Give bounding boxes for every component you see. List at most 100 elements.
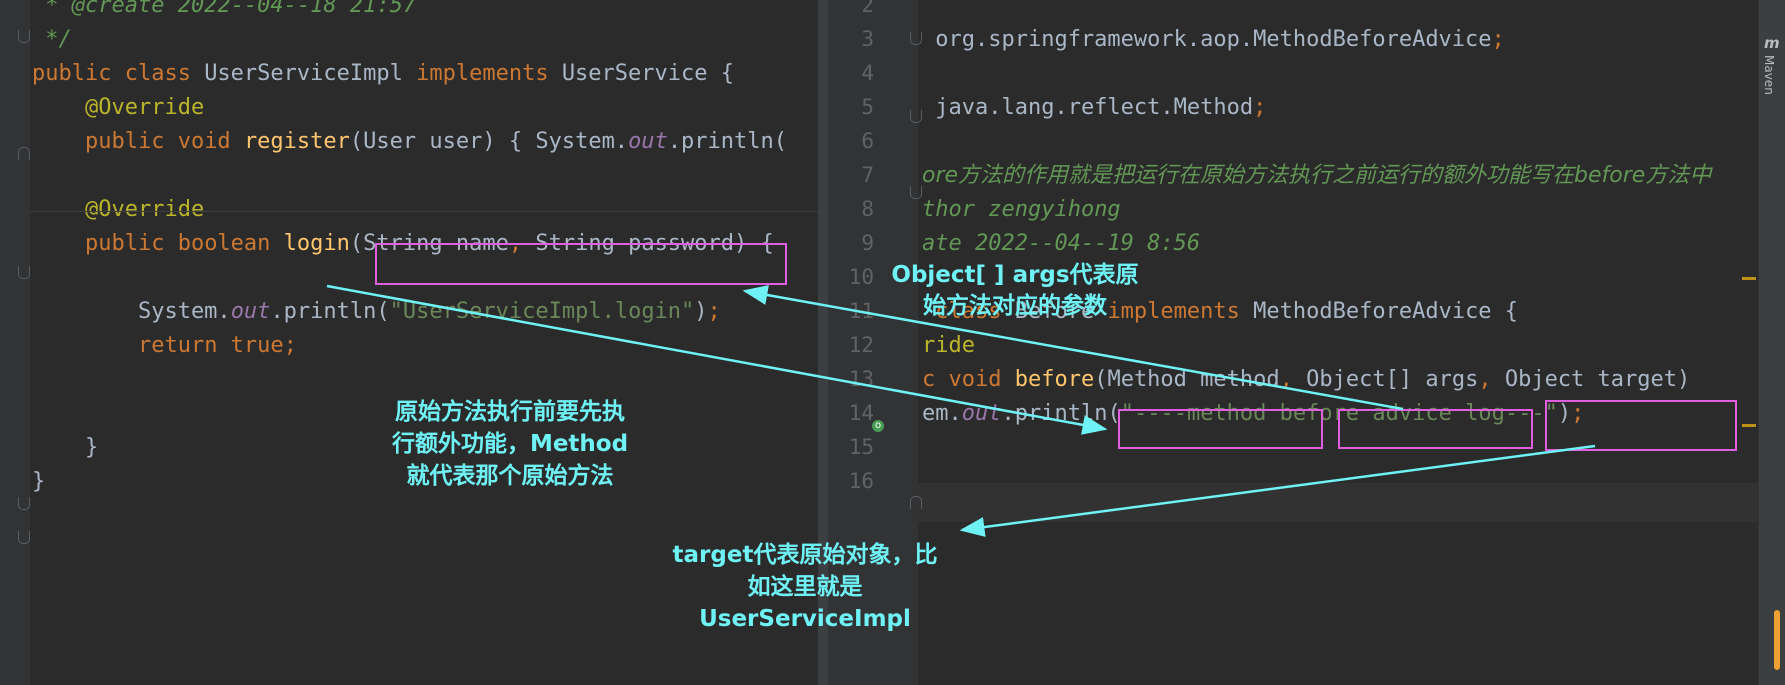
code-token: ): [1557, 401, 1572, 426]
code-token: (Method method: [1094, 367, 1280, 392]
code-token: Before: [1014, 299, 1108, 324]
method-separator: [30, 211, 818, 212]
editor-splitter[interactable]: [818, 0, 828, 685]
line-number: 5: [861, 95, 874, 119]
code-token: }: [32, 469, 46, 494]
code-token: before: [1014, 367, 1095, 392]
fold-expand-icon[interactable]: [18, 147, 30, 160]
code-token: System.: [32, 299, 231, 324]
code-token: ): [694, 299, 708, 324]
code-token: UserServiceImpl: [204, 61, 417, 86]
code-token: .println(: [667, 129, 788, 154]
code-line[interactable]: c void before(Method method, Object[] ar…: [922, 360, 1690, 399]
code-line[interactable]: java.lang.reflect.Method;: [922, 88, 1266, 127]
line-number: 7: [861, 163, 874, 187]
code-token: }: [32, 435, 99, 460]
line-number: 3: [861, 27, 874, 51]
code-token: ,: [1279, 367, 1307, 392]
error-stripe-mark[interactable]: [1742, 277, 1756, 280]
code-line[interactable]: * @create 2022--04--18 21:57: [32, 0, 416, 25]
code-token: */: [32, 27, 72, 52]
fold-marker-icon[interactable]: [910, 32, 922, 45]
code-token: em.: [922, 401, 962, 426]
fold-marker-icon[interactable]: [910, 496, 922, 509]
line-number: 14: [848, 401, 874, 425]
code-token: *: [32, 0, 72, 18]
code-token: org.springframework.aop.MethodBeforeAdvi…: [922, 27, 1492, 52]
line-number: 12: [848, 333, 874, 357]
target-param-highlight: [1545, 400, 1737, 451]
code-token: public class: [32, 61, 205, 86]
code-token: ;: [1491, 27, 1505, 52]
code-line[interactable]: public class UserServiceImpl implements …: [32, 54, 734, 93]
code-line[interactable]: class Before implements MethodBeforeAdvi…: [922, 292, 1518, 331]
code-line[interactable]: org.springframework.aop.MethodBeforeAdvi…: [922, 20, 1505, 59]
code-token: ate 2022--04--19 8:56: [922, 231, 1201, 256]
code-line[interactable]: public void register(User user) { System…: [32, 122, 787, 161]
code-token: class: [922, 299, 1015, 324]
code-token: thor: [922, 197, 975, 222]
args-param-highlight: [1338, 409, 1533, 449]
target-note: target代表原始对象，比 如这里就是 UserServiceImpl: [672, 542, 938, 632]
code-token: c void: [922, 367, 1015, 392]
method-arrow: [326, 284, 1108, 435]
code-token: ;: [1571, 401, 1585, 426]
scrollbar-thumb[interactable]: [1774, 610, 1780, 670]
tool-window-bar: [1758, 0, 1785, 685]
code-token: login: [283, 231, 350, 256]
code-token: UserService {: [561, 61, 734, 86]
line-number: 2: [861, 0, 874, 17]
code-line[interactable]: ate 2022--04--19 8:56: [922, 224, 1200, 263]
maven-tool-label[interactable]: Maven: [1762, 55, 1776, 95]
fold-marker-icon[interactable]: [910, 186, 922, 199]
code-line[interactable]: @Override: [32, 88, 204, 127]
left-editor[interactable]: * @create 2022--04--18 21:57 */public cl…: [0, 0, 818, 685]
line-number: 6: [861, 129, 874, 153]
code-token: ,: [1478, 367, 1505, 392]
fold-marker-icon[interactable]: [18, 531, 30, 544]
fold-marker-icon[interactable]: [18, 266, 30, 279]
code-line[interactable]: System.out.println("UserServiceImpl.logi…: [32, 292, 721, 331]
code-token: @Override: [84, 197, 205, 222]
target-arrow: [959, 444, 1596, 537]
code-line[interactable]: ore方法的作用就是把运行在原始方法执行之前运行的额外功能写在before方法中: [922, 156, 1711, 195]
code-token: out: [230, 299, 271, 324]
override-marker-icon[interactable]: o: [872, 420, 884, 432]
code-line[interactable]: */: [32, 20, 72, 59]
code-line[interactable]: }: [32, 428, 98, 467]
code-token: @create: [71, 0, 165, 18]
fold-marker-icon[interactable]: [18, 497, 30, 510]
code-line[interactable]: }: [32, 462, 45, 501]
right-editor[interactable]: 2 3 org.springframework.aop.MethodBeforeA…: [828, 0, 1758, 685]
code-token: "----method before advice log---": [1120, 401, 1558, 426]
code-token: out: [628, 129, 668, 154]
code-token: implements: [416, 61, 562, 86]
code-token: ;: [707, 299, 721, 324]
current-line-highlight: [918, 483, 1758, 522]
error-stripe-mark[interactable]: [1742, 424, 1756, 427]
code-token: Object[] args: [1306, 367, 1479, 392]
code-token: ore方法的作用就是把运行在原始方法执行之前运行的额外功能写在before方法中: [922, 163, 1712, 188]
code-line[interactable]: thor zengyihong: [922, 190, 1121, 229]
code-token: .println(: [270, 299, 390, 324]
maven-icon[interactable]: m: [1764, 34, 1780, 52]
line-number: 8: [861, 197, 874, 221]
fold-marker-icon[interactable]: [910, 110, 922, 123]
line-number: 15: [848, 435, 874, 459]
fold-marker-icon[interactable]: [18, 30, 30, 43]
code-line[interactable]: return true;: [32, 326, 297, 365]
code-token: zengyihong: [974, 197, 1121, 222]
code-line[interactable]: ride: [922, 326, 975, 365]
code-token: MethodBeforeAdvice {: [1253, 299, 1519, 324]
code-token: implements: [1107, 299, 1254, 324]
code-token: ride: [922, 333, 975, 358]
method-param-highlight: [1118, 409, 1323, 449]
code-token: (User user) { System.: [349, 129, 629, 154]
code-line[interactable]: @Override: [32, 190, 204, 229]
code-token: ;: [1253, 95, 1267, 120]
code-line[interactable]: em.out.println("----method before advice…: [922, 394, 1584, 433]
code-token: public boolean: [84, 231, 284, 256]
code-token: Object target): [1504, 367, 1691, 392]
code-token: return true;: [137, 333, 297, 358]
